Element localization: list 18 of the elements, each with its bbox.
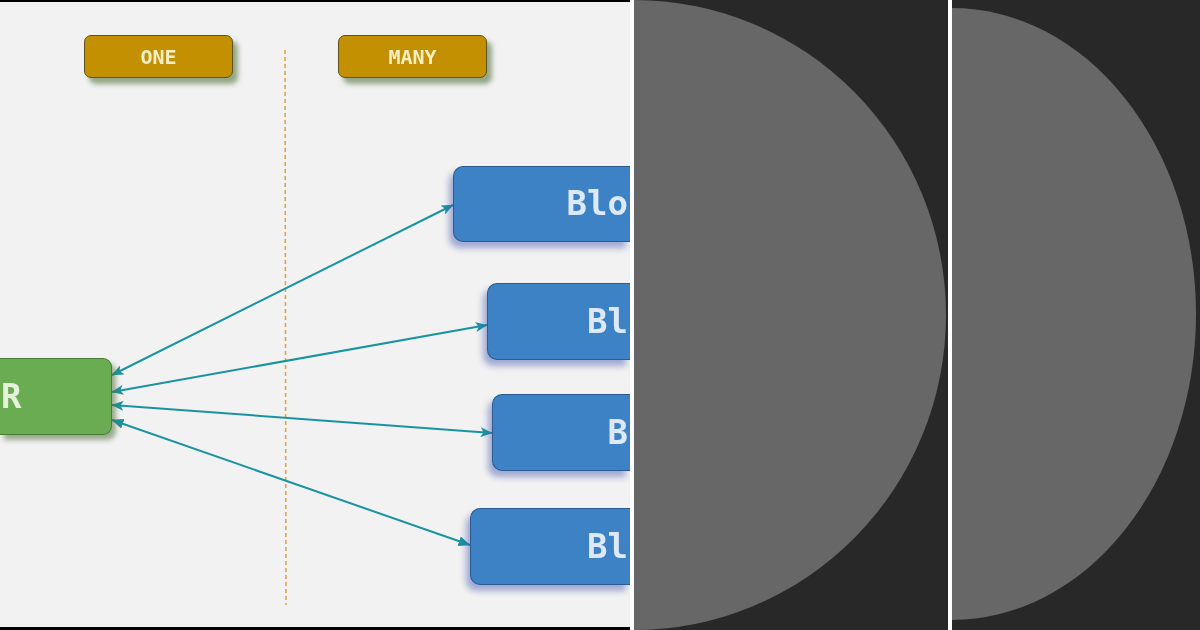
- entity-box: [492, 394, 630, 471]
- entity-box: [487, 283, 630, 360]
- heading-tag: [338, 35, 487, 78]
- entity-label: R: [1, 377, 22, 416]
- entity-label: Bl: [587, 527, 628, 566]
- column-heading: ONE: [140, 45, 177, 68]
- entity-label: B: [607, 413, 628, 452]
- double-arrow: [111, 419, 471, 546]
- entity-box: [453, 166, 630, 242]
- entity-box: [0, 358, 112, 435]
- entity-label: Bl: [587, 302, 628, 341]
- heading-tag: [84, 35, 233, 78]
- double-arrow: [111, 322, 488, 395]
- entity-box: [470, 508, 630, 585]
- double-arrow: [111, 204, 454, 376]
- double-arrow: [111, 400, 493, 438]
- entity-label: Blo: [566, 185, 628, 223]
- column-heading: MANY: [388, 45, 437, 68]
